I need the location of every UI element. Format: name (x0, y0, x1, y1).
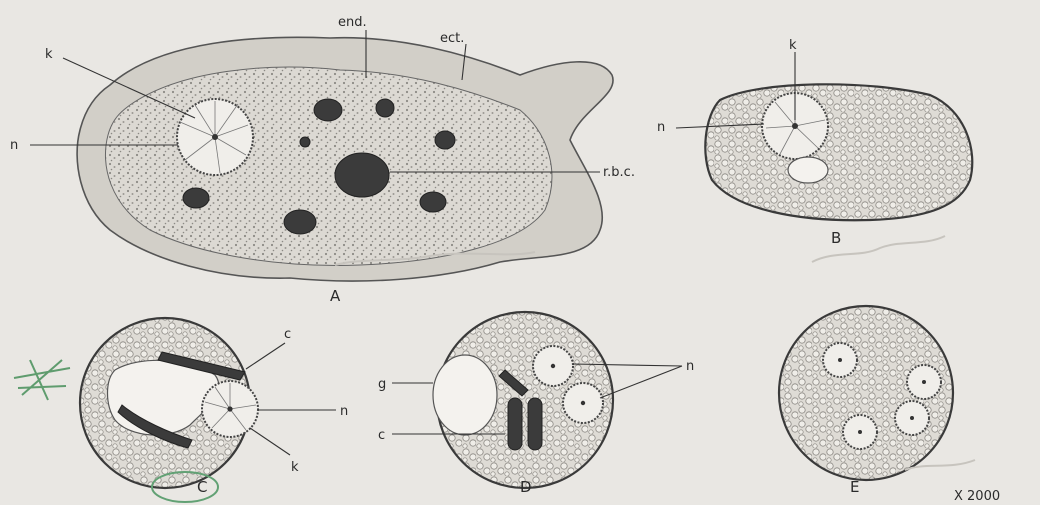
label-g: g (378, 377, 386, 392)
endoplasm (105, 67, 551, 265)
karyosome-a (212, 134, 218, 140)
figure-b-precyst: k n B (657, 38, 972, 247)
figure-a-trophozoite: k n end. ect. r.b.c. A (10, 15, 635, 305)
label-n-d: n (686, 359, 694, 374)
precyst-body (705, 84, 972, 220)
vacuole-b (788, 157, 828, 183)
nucleus-e3 (895, 401, 929, 435)
label-c-d: c (378, 428, 385, 443)
karyosome-c (227, 406, 232, 411)
label-n-c: n (340, 404, 348, 419)
red-blood-cell (314, 99, 342, 121)
figure-e-mature-cyst: E (779, 306, 953, 496)
karyosome-b (792, 123, 798, 129)
nucleus-a (177, 99, 253, 175)
red-blood-cell (376, 99, 394, 117)
nucleus-e1 (823, 343, 857, 377)
nucleus-e4 (843, 415, 877, 449)
glycogen-vacuole-d (433, 355, 497, 435)
label-rbc: r.b.c. (603, 165, 635, 180)
leader-n-d2 (600, 366, 682, 398)
nucleus-d1 (533, 346, 573, 386)
red-blood-cell (335, 153, 389, 197)
caption-d: D (520, 478, 532, 496)
label-n-b: n (657, 120, 665, 135)
figure-c-uninucleate-cyst: c n k C (80, 318, 348, 496)
label-k-a: k (45, 47, 53, 62)
red-blood-cell (300, 137, 310, 147)
red-blood-cell (183, 188, 209, 208)
nucleus-d2 (563, 383, 603, 423)
red-blood-cell (420, 192, 446, 212)
nucleus-e2 (907, 365, 941, 399)
label-k-c: k (291, 460, 299, 475)
label-end: end. (338, 15, 367, 30)
caption-b: B (831, 229, 841, 247)
label-c-c: c (284, 327, 291, 342)
leader-k-c (250, 428, 290, 455)
caption-c: C (197, 478, 207, 496)
label-k-b: k (789, 38, 797, 53)
pencil-star-mark (14, 360, 70, 400)
leader-c-c (246, 343, 285, 369)
red-blood-cell (284, 210, 316, 234)
nucleus-c (202, 381, 258, 437)
caption-e: E (850, 478, 859, 496)
chromatoid-bar-d (528, 398, 542, 450)
figure-d-binucleate-cyst: n g c D (378, 312, 694, 496)
magnification-label: X 2000 (954, 489, 1000, 504)
chromatoid-bar-d (508, 398, 522, 450)
label-n-a: n (10, 138, 18, 153)
label-ect: ect. (440, 31, 464, 46)
caption-a: A (330, 287, 341, 305)
red-blood-cell (435, 131, 455, 149)
